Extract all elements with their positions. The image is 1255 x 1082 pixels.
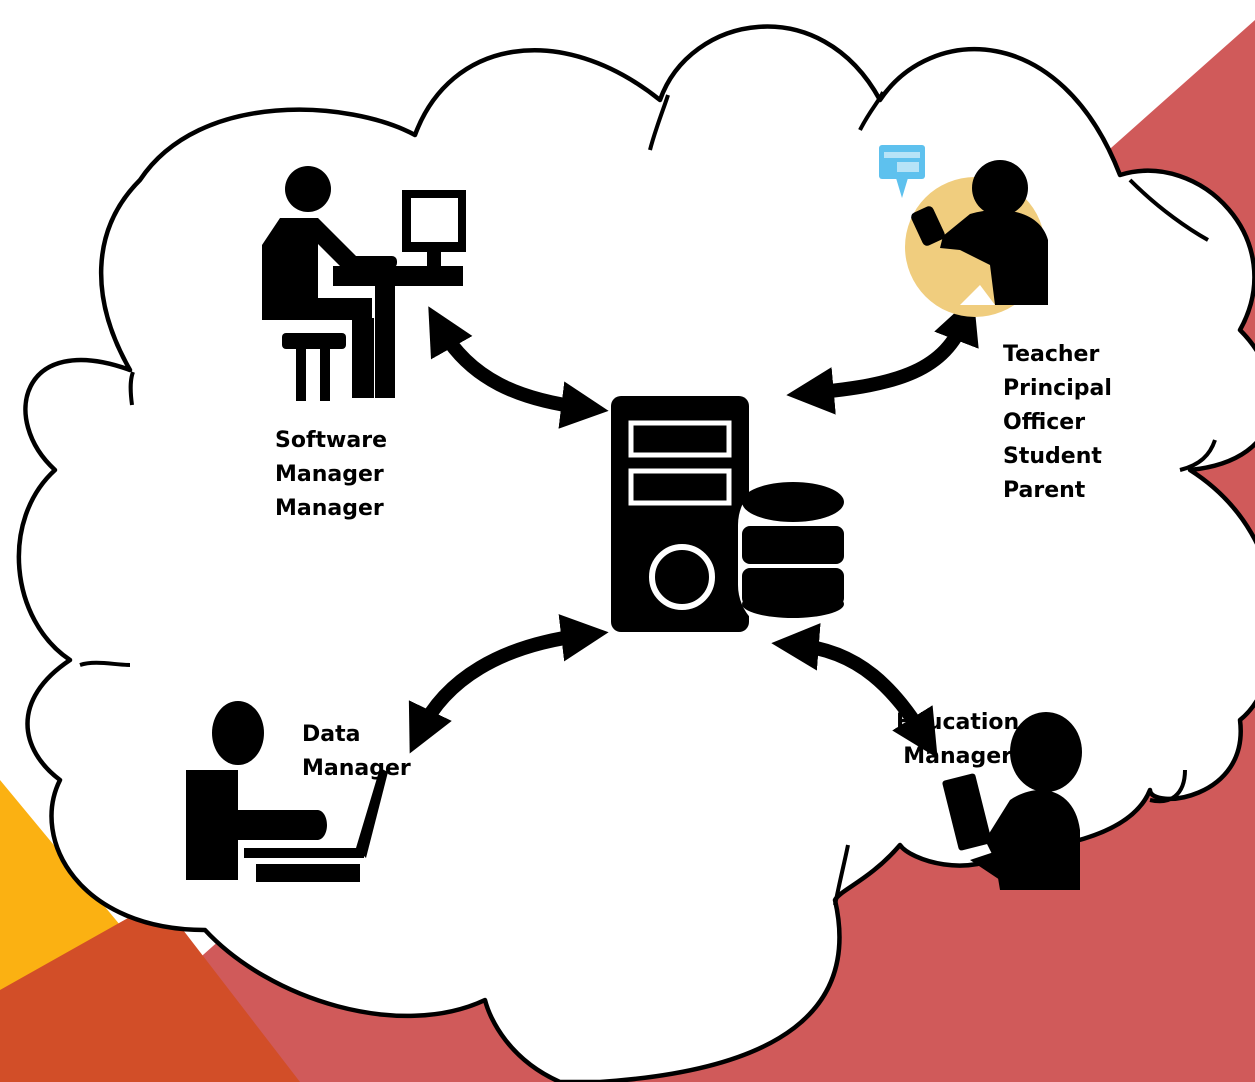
arrow-data-to-server — [408, 614, 609, 754]
arrow-education-to-server — [771, 623, 938, 759]
cloud-inner-curve — [858, 91, 885, 131]
arrow-users-to-server — [786, 295, 979, 415]
orange-corner-triangle — [0, 900, 300, 1082]
arrow-software-to-server — [428, 306, 609, 429]
label-line: Student — [1003, 444, 1102, 469]
cloud-inner-curve — [648, 94, 670, 151]
cloud-inner-curve — [1179, 439, 1217, 472]
cloud-inner-curve — [128, 371, 135, 406]
cloud-inner-curve — [79, 660, 131, 667]
person-reading-icon — [942, 712, 1082, 890]
label-line: Manager — [275, 462, 384, 487]
label-software-manager: Software Manager Manager — [275, 424, 387, 526]
label-line: Manager — [302, 756, 411, 781]
label-line: Officer — [1003, 410, 1086, 435]
arrows — [408, 295, 979, 759]
label-data-manager: Data Manager — [302, 718, 411, 786]
label-line: Software — [275, 428, 387, 453]
label-line: Education — [896, 710, 1020, 735]
cloud-inner-curve — [833, 844, 850, 906]
label-line: Data — [302, 722, 361, 747]
server-database-icon — [611, 396, 848, 635]
cloud-inner-curve — [1149, 769, 1187, 804]
label-line: Parent — [1003, 478, 1086, 503]
label-line: Principal — [1003, 376, 1112, 401]
label-line: Teacher — [1003, 342, 1100, 367]
label-end-users: Teacher Principal Officer Student Parent — [1003, 338, 1112, 508]
label-line: Manager — [275, 496, 384, 521]
cloud-inner-curve — [1128, 178, 1209, 242]
label-education-manager: Education Manager — [896, 706, 1019, 774]
person-at-laptop-icon — [186, 701, 388, 882]
person-at-desktop-icon — [262, 166, 466, 401]
person-with-tablet-icon — [879, 145, 1048, 317]
label-line: Manager — [903, 744, 1012, 769]
